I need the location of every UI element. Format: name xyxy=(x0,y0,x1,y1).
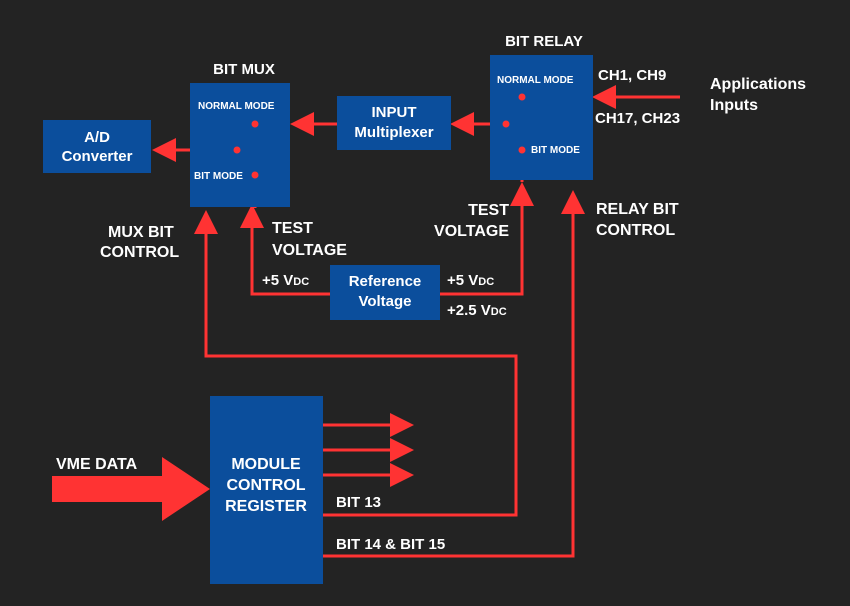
vdc-low-unit: DC xyxy=(491,306,507,318)
vme-data-label: VME DATA xyxy=(56,456,138,473)
bit13-label: BIT 13 xyxy=(336,494,381,511)
mcr-line2: CONTROL xyxy=(226,477,305,494)
relay-contact-common xyxy=(502,120,510,128)
ad-converter-block: A/D Converter xyxy=(43,120,151,173)
bit14-15-line xyxy=(323,190,585,558)
relay-bit-control-line1: RELAY BIT xyxy=(596,201,679,218)
applications-label-line2: Inputs xyxy=(710,97,758,114)
test-voltage-relay-line1: TEST xyxy=(468,202,509,219)
relay-contact-normal xyxy=(518,93,526,101)
reference-voltage-line2: Voltage xyxy=(358,293,411,310)
reference-voltage-line1: Reference xyxy=(349,273,422,290)
test-voltage-relay-line xyxy=(440,182,534,296)
mux-bit-control-line2: CONTROL xyxy=(100,244,179,261)
bit13-line xyxy=(194,210,518,517)
bit-mux-bit-mode: BIT MODE xyxy=(194,171,243,182)
input-mux-line2: Multiplexer xyxy=(354,124,433,141)
bit14-15-label: BIT 14 & BIT 15 xyxy=(336,536,445,553)
bit-relay-normal-mode: NORMAL MODE xyxy=(497,75,574,86)
test-voltage-mux-line2: VOLTAGE xyxy=(272,242,347,259)
bit-relay-bit-mode: BIT MODE xyxy=(531,145,580,156)
vdc-low-label: +2.5 VDC xyxy=(447,302,507,319)
reference-voltage-block: Reference Voltage xyxy=(330,265,440,320)
bit-relay-block: BIT RELAY NORMAL MODE BIT MODE xyxy=(490,33,593,180)
relay-contact-bit xyxy=(518,146,526,154)
mcr-line1: MODULE xyxy=(231,456,301,473)
mux-contact-bit xyxy=(251,171,259,179)
vdc-left-label: +5 VDC xyxy=(262,272,309,289)
test-voltage-mux-line1: TEST xyxy=(272,220,313,237)
bit-mux-block: BIT MUX NORMAL MODE BIT MODE xyxy=(190,61,290,207)
input-mux-line1: INPUT xyxy=(372,104,417,121)
vdc-left-unit: DC xyxy=(293,276,309,288)
vdc-right-label: +5 VDC xyxy=(447,272,494,289)
test-voltage-relay-line2: VOLTAGE xyxy=(434,223,509,240)
vdc-low-value: +2.5 V xyxy=(447,302,491,319)
input-multiplexer-block: INPUT Multiplexer xyxy=(337,96,451,150)
bit-mux-normal-mode: NORMAL MODE xyxy=(198,101,275,112)
channels-top-label: CH1, CH9 xyxy=(598,67,666,84)
module-control-register-block: MODULE CONTROL REGISTER xyxy=(210,396,323,584)
vme-data-arrow xyxy=(52,457,210,521)
channels-bottom-label: CH17, CH23 xyxy=(595,110,680,127)
bit-relay-title: BIT RELAY xyxy=(505,33,583,50)
mux-contact-common xyxy=(233,146,241,154)
bit-mux-title: BIT MUX xyxy=(213,61,275,78)
applications-label-line1: Applications xyxy=(710,76,806,93)
vdc-right-unit: DC xyxy=(478,276,494,288)
mux-contact-normal xyxy=(251,120,259,128)
mcr-line3: REGISTER xyxy=(225,498,307,515)
ad-converter-line1: A/D xyxy=(84,129,110,146)
vdc-right-value: +5 V xyxy=(447,272,478,289)
vdc-left-value: +5 V xyxy=(262,272,293,289)
relay-bit-control-line2: CONTROL xyxy=(596,222,675,239)
ad-converter-line2: Converter xyxy=(62,148,133,165)
mux-bit-control-line1: MUX BIT xyxy=(108,224,174,241)
test-voltage-mux-line xyxy=(240,204,330,296)
